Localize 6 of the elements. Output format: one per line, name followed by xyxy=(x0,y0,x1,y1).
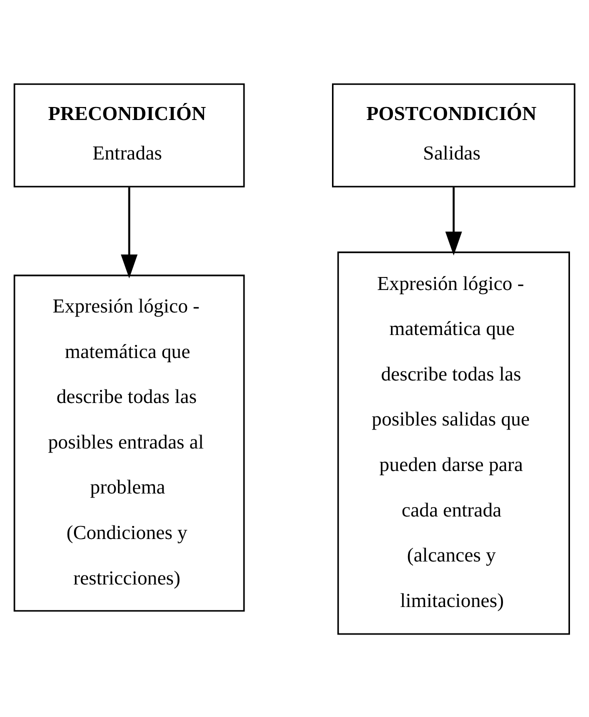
arrow xyxy=(120,186,138,278)
node-box: POSTCONDICIÓN Salidas xyxy=(332,82,576,187)
node-box: Expresión lógico - matemática que describe todas las posibles entradas al problema (Condiciones y restricciones) xyxy=(14,274,245,612)
node-box: PRECONDICIÓN Entradas xyxy=(14,82,245,187)
arrow xyxy=(445,186,462,255)
node-box: Expresión lógico - matemática que describe todas las posibles salidas que pueden darse para cada entrada (alcances y limitaciones) xyxy=(337,251,570,634)
